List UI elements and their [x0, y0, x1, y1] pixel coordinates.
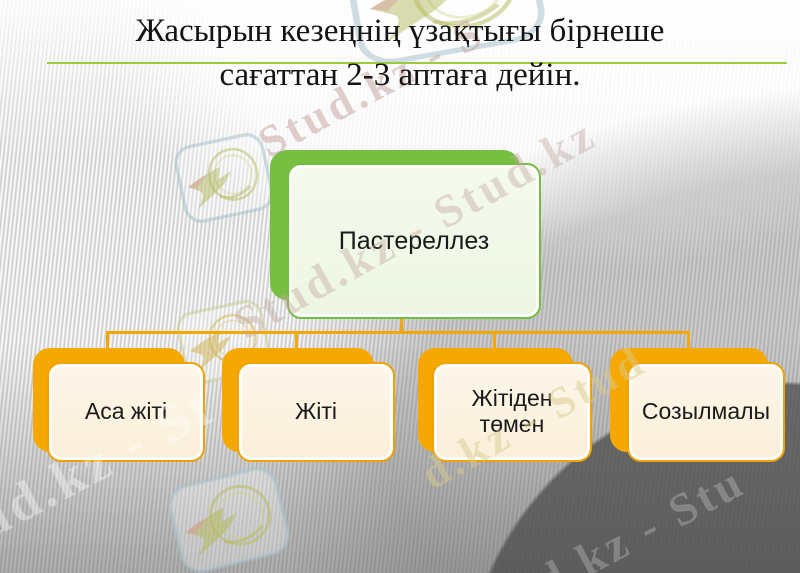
title-line-1: Жасырын кезеңнің үзақтығы бірнеше	[135, 13, 665, 49]
connector-drop-4	[687, 331, 690, 350]
connector-root-stem	[400, 314, 403, 332]
connector-drop-1	[106, 331, 109, 350]
child-node-1: Аса жіті	[47, 362, 205, 462]
connector-horizontal-line	[106, 331, 690, 334]
child-node-2: Жіті	[237, 362, 395, 462]
root-node: Пастереллез	[287, 163, 541, 319]
slide-title: Жасырын кезеңнің үзақтығы бірнеше сағатт…	[0, 10, 800, 97]
connector-drop-2	[295, 331, 298, 350]
child-node-3: Жітіден төмен	[432, 362, 592, 462]
child-node-4-label: Созылмалы	[641, 398, 771, 425]
child-node-1-label: Аса жіті	[84, 398, 168, 425]
child-node-2-label: Жіті	[295, 398, 337, 425]
child-node-4: Созылмалы	[627, 362, 785, 462]
title-divider-line	[47, 62, 787, 64]
child-node-3-label: Жітіден төмен	[471, 385, 553, 437]
connector-drop-3	[493, 331, 496, 350]
stud-kz-logo-icon	[160, 459, 298, 573]
root-node-label: Пастереллез	[338, 226, 490, 255]
stud-kz-logo-icon	[168, 127, 279, 229]
stud-kz-logo-icon	[335, 0, 555, 74]
title-line-2: сағаттан 2-3 аптаға дейін.	[219, 56, 581, 93]
